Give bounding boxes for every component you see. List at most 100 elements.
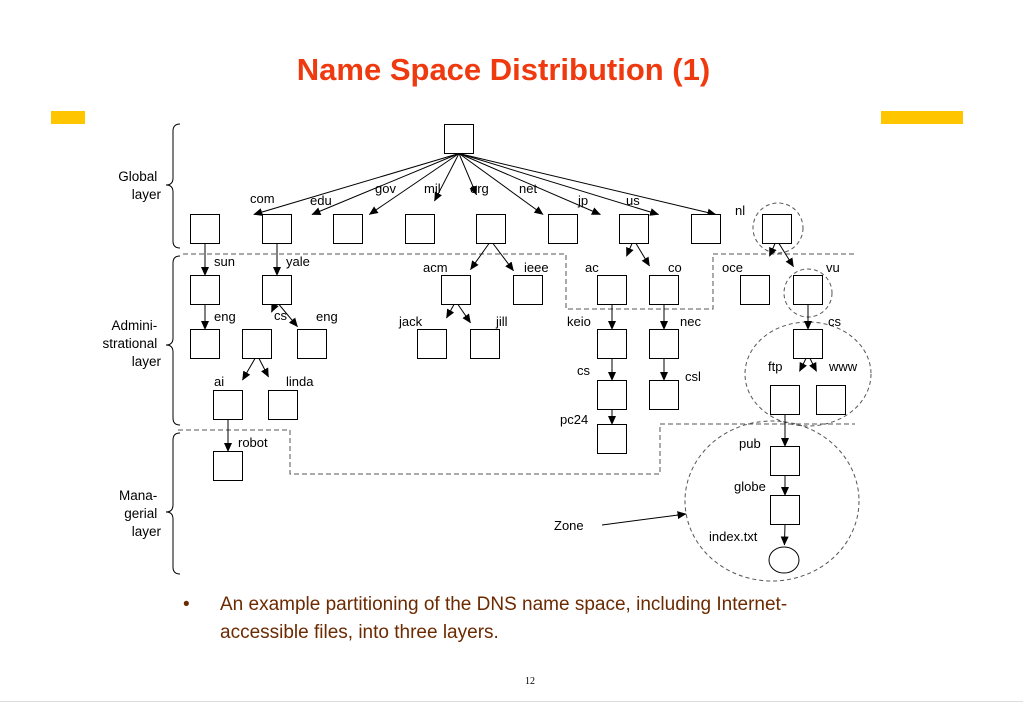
node-linda <box>268 390 298 420</box>
edge-org-to-ieee <box>492 243 514 272</box>
node-jp <box>619 214 649 244</box>
caption-text: An example partitioning of the DNS name … <box>220 594 788 643</box>
node-label-globe: globe <box>734 479 766 494</box>
node-label-acm: acm <box>423 260 448 275</box>
bullet-icon: • <box>183 594 190 615</box>
tree-edges <box>201 153 817 546</box>
node-yale-eng <box>297 329 327 359</box>
node-label-keio: keio <box>567 314 591 329</box>
edge-jp-to-co <box>635 243 650 267</box>
edge-root-to-mil <box>434 153 460 202</box>
node-label-mil: mil <box>424 181 441 196</box>
node-oce <box>740 275 770 305</box>
node-yale <box>262 275 292 305</box>
edge-org-to-acm <box>470 243 490 270</box>
node-label-jp: jp <box>577 193 588 208</box>
node-ai <box>213 390 243 420</box>
node-label-keio-cs: cs <box>577 363 591 378</box>
edge-root-to-org <box>458 153 477 196</box>
edge-yale-to-yale-eng <box>278 304 298 328</box>
slide-title: Name Space Distribution (1) <box>296 52 711 87</box>
edge-jp-to-ac <box>626 243 634 257</box>
zone-pointer-arrow <box>601 511 687 526</box>
footer-rule <box>0 701 1023 702</box>
edge-root-to-us <box>458 153 660 216</box>
node-vu-cs <box>793 329 823 359</box>
node-label-nl: nl <box>735 203 745 218</box>
node-org <box>476 214 506 244</box>
edge-root-to-nl <box>458 153 717 217</box>
node-label-jill: jill <box>495 314 508 329</box>
node-robot <box>213 451 243 481</box>
node-index-txt <box>768 546 800 574</box>
node-ftp <box>770 385 800 415</box>
layer-label-global: Global layer <box>118 169 161 202</box>
edge-root-to-jp <box>458 153 601 215</box>
node-label-www: www <box>828 359 858 374</box>
node-label-pc24: pc24 <box>560 412 588 427</box>
edge-nl-to-oce <box>769 243 777 257</box>
page-number: 12 <box>525 676 535 687</box>
node-label-pub: pub <box>739 436 761 451</box>
edge-acm-to-jill <box>457 304 471 324</box>
node-label-gov: gov <box>375 181 396 196</box>
node-pc24 <box>597 424 627 454</box>
node-nec <box>649 329 679 359</box>
node-com <box>190 214 220 244</box>
node-co <box>649 275 679 305</box>
node-label-vu-cs: cs <box>828 314 842 329</box>
zone-label: Zone <box>554 518 584 533</box>
node-keio <box>597 329 627 359</box>
node-acm <box>441 275 471 305</box>
node-mil <box>405 214 435 244</box>
node-label-index-txt: index.txt <box>709 529 758 544</box>
edge-yale-cs-to-linda <box>258 358 269 378</box>
node-ac <box>597 275 627 305</box>
edge-globe-to-index-txt <box>780 524 789 546</box>
node-keio-cs <box>597 380 627 410</box>
node-label-net: net <box>519 181 537 196</box>
node-edu <box>262 214 292 244</box>
node-nl <box>762 214 792 244</box>
node-label-ac: ac <box>585 260 599 275</box>
node-label-jack: jack <box>398 314 423 329</box>
node-label-org: org <box>470 181 489 196</box>
node-sun-eng <box>190 329 220 359</box>
node-jack <box>417 329 447 359</box>
node-ieee <box>513 275 543 305</box>
node-pub <box>770 446 800 476</box>
layer-label-administrational: Admini- strational layer <box>102 318 161 369</box>
edge-vu-cs-to-ftp <box>799 358 807 372</box>
node-label-com: com <box>250 191 275 206</box>
node-label-yale: yale <box>286 254 310 269</box>
zone-outline-managerial <box>684 420 860 582</box>
node-www <box>816 385 846 415</box>
layer-label-managerial: Mana- gerial layer <box>119 488 162 539</box>
accent-bar-left <box>51 111 85 124</box>
accent-bar-right <box>881 111 963 124</box>
admin-managerial-boundary <box>178 423 855 475</box>
edge-root-to-edu <box>311 153 460 215</box>
node-root <box>444 124 474 154</box>
node-label-ai: ai <box>214 374 224 389</box>
node-gov <box>333 214 363 244</box>
node-label-yale-eng: eng <box>316 309 338 324</box>
node-label-yale-cs: cs <box>274 308 288 323</box>
edge-yale-to-yale-cs <box>271 302 279 313</box>
node-label-robot: robot <box>238 435 268 450</box>
node-label-us: us <box>626 193 640 208</box>
node-globe <box>770 495 800 525</box>
node-vu <box>793 275 823 305</box>
node-label-sun-eng: eng <box>214 309 236 324</box>
node-label-edu: edu <box>310 193 332 208</box>
node-label-oce: oce <box>722 260 743 275</box>
node-label-ftp: ftp <box>768 359 782 374</box>
node-sun <box>190 275 220 305</box>
node-yale-cs <box>242 329 272 359</box>
edge-acm-to-jack <box>446 304 455 319</box>
node-label-co: co <box>668 260 682 275</box>
edge-yale-cs-to-ai <box>242 358 256 381</box>
zone-outline-cs <box>744 321 872 427</box>
zone-outline-nl <box>752 202 804 254</box>
